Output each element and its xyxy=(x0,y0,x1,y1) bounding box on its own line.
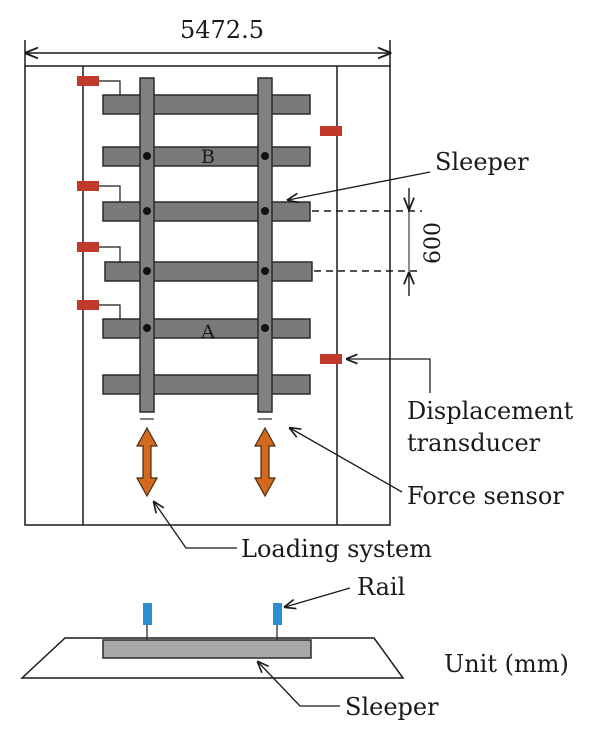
sleeper-4 xyxy=(104,261,313,282)
rail-label: Rail xyxy=(357,573,405,601)
fasteners xyxy=(143,152,269,332)
rail-left xyxy=(139,77,155,413)
loading-system-leader xyxy=(154,502,237,549)
rail-section-left-icon xyxy=(143,603,152,625)
loading-system-label: Loading system xyxy=(241,535,432,563)
sleeper-1 xyxy=(102,94,311,115)
marker-b-label: B xyxy=(201,146,215,168)
sleeper-leader xyxy=(288,171,431,200)
transducer-leader xyxy=(347,359,431,393)
rail-leader xyxy=(285,587,351,607)
marker-a-label: A xyxy=(200,321,215,343)
transducer-icon xyxy=(77,76,99,86)
transducer-icon xyxy=(77,242,99,252)
displacement-transducers-left xyxy=(77,76,121,319)
displacement-transducer-label-1: Displacement xyxy=(407,397,574,425)
fastener-dot xyxy=(261,267,269,275)
overall-width-dimension xyxy=(24,40,390,66)
sleeper-bottom-leader xyxy=(258,662,340,707)
fastener-dot xyxy=(143,267,151,275)
loading-arrow-right-icon xyxy=(253,426,277,498)
displacement-transducer-label-2: transducer xyxy=(407,429,541,457)
fastener-dot xyxy=(261,152,269,160)
fastener-dot xyxy=(261,207,269,215)
overall-width-label: 5472.5 xyxy=(180,16,264,44)
sleeper-6 xyxy=(102,374,311,395)
transducer-icon xyxy=(77,181,99,191)
cross-section xyxy=(20,603,405,679)
sleeper-top-label: Sleeper xyxy=(435,148,529,176)
section-sleeper xyxy=(102,639,312,659)
rail-section-right-icon xyxy=(273,603,282,625)
transducer-icon xyxy=(320,126,342,136)
loading-arrows xyxy=(135,426,277,498)
sleepers xyxy=(102,94,313,395)
fastener-dot xyxy=(261,324,269,332)
spacing-label: 600 xyxy=(421,222,446,264)
fastener-dot xyxy=(143,207,151,215)
transducer-icon xyxy=(320,354,342,364)
sleeper-3 xyxy=(102,201,311,222)
rail-right xyxy=(257,77,273,413)
force-sensor-leader xyxy=(290,428,403,493)
plan-frame xyxy=(24,65,391,526)
fastener-dot xyxy=(143,324,151,332)
force-sensor-label: Force sensor xyxy=(407,482,564,510)
sleeper-bottom-label: Sleeper xyxy=(345,693,439,721)
spacing-dimension xyxy=(312,188,422,296)
unit-label: Unit (mm) xyxy=(444,650,569,678)
displacement-transducers-right xyxy=(320,126,342,364)
rails xyxy=(139,77,273,420)
fastener-dot xyxy=(143,152,151,160)
transducer-icon xyxy=(77,300,99,310)
loading-arrow-left-icon xyxy=(135,426,159,498)
